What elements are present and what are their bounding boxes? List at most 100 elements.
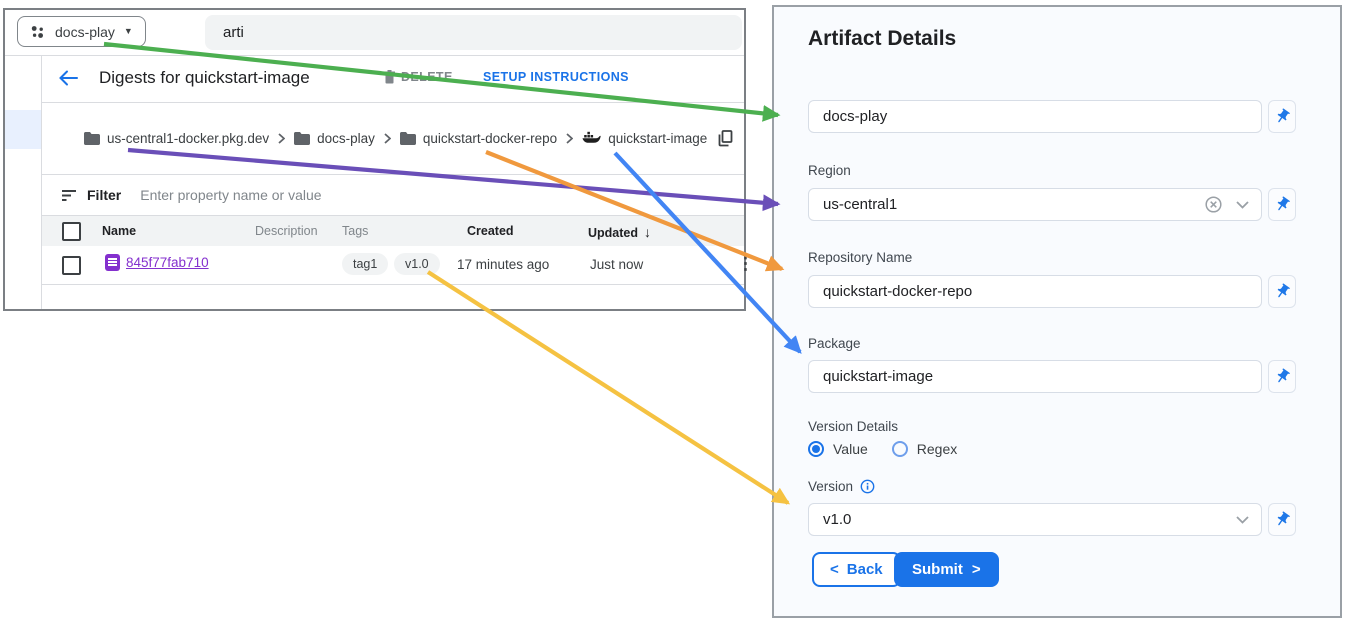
repository-field[interactable]: quickstart-docker-repo — [808, 275, 1262, 308]
column-header-description[interactable]: Description — [255, 224, 318, 238]
version-details-label: Version Details — [808, 419, 899, 434]
chevron-right-icon — [566, 132, 574, 144]
column-header-created[interactable]: Created — [467, 224, 514, 238]
pin-icon — [1277, 511, 1290, 526]
breadcrumb-label: us-central1-docker.pkg.dev — [107, 130, 270, 146]
nav-rail-highlight — [5, 110, 41, 149]
submit-button-label: Submit — [912, 561, 963, 578]
chevron-left-icon: < — [830, 561, 839, 578]
column-header-name[interactable]: Name — [102, 224, 137, 238]
delete-label: DELETE — [401, 70, 453, 84]
dropdown-chevron-icon[interactable] — [1236, 515, 1249, 524]
copy-icon[interactable] — [718, 129, 733, 147]
version-field[interactable]: v1.0 — [808, 503, 1262, 536]
search-input[interactable]: arti — [205, 15, 742, 50]
setup-instructions-button[interactable]: SETUP INSTRUCTIONS — [483, 70, 629, 84]
back-arrow-icon[interactable] — [58, 69, 78, 87]
breadcrumb-item-registry[interactable]: us-central1-docker.pkg.dev — [84, 131, 269, 146]
breadcrumb-item-package[interactable]: quickstart-image — [582, 131, 707, 146]
console-topbar: docs-play ▼ arti — [5, 10, 744, 56]
console-main: Digests for quickstart-image DELETE SETU… — [42, 55, 754, 309]
pin-button[interactable] — [1268, 503, 1296, 536]
chevron-right-icon — [384, 132, 391, 144]
tag-chip[interactable]: v1.0 — [394, 253, 440, 275]
artifact-details-panel: Artifact Details docs-play Region us-cen… — [772, 5, 1342, 618]
package-label: Package — [808, 336, 861, 351]
radio-label: Regex — [916, 441, 958, 457]
digest-link[interactable]: 845f77fab710 — [105, 254, 209, 271]
tag-chip[interactable]: tag1 — [342, 253, 389, 275]
region-label: Region — [808, 163, 851, 178]
panel-title: Artifact Details — [808, 27, 957, 50]
updated-cell: Just now — [590, 257, 644, 272]
console-screenshot: docs-play ▼ arti Digests for quickstart-… — [3, 8, 754, 311]
table-header: Name Description Tags Created Updated ↓ — [42, 216, 744, 247]
search-query: arti — [223, 24, 244, 41]
submit-button[interactable]: Submit > — [894, 552, 999, 587]
page-header: Digests for quickstart-image DELETE SETU… — [42, 55, 744, 103]
pin-button[interactable] — [1268, 360, 1296, 393]
folder-icon — [294, 131, 311, 145]
package-field-value: quickstart-image — [823, 368, 934, 385]
breadcrumb-label: quickstart-image — [608, 130, 708, 146]
sort-desc-icon: ↓ — [644, 224, 651, 240]
breadcrumb-label: quickstart-docker-repo — [422, 130, 558, 146]
project-field-value: docs-play — [823, 108, 888, 125]
filter-placeholder: Enter property name or value — [140, 187, 322, 203]
trash-icon — [384, 70, 395, 84]
project-field[interactable]: docs-play — [808, 100, 1262, 133]
package-field[interactable]: quickstart-image — [808, 360, 1262, 393]
radio-selected-icon — [808, 441, 824, 457]
breadcrumb: us-central1-docker.pkg.dev docs-play qui… — [42, 102, 744, 175]
created-cell: 17 minutes ago — [457, 257, 550, 272]
filter-label: Filter — [87, 187, 122, 203]
pin-icon — [1277, 368, 1290, 383]
docker-whale-icon — [582, 131, 601, 143]
radio-label: Value — [833, 441, 868, 457]
pin-button[interactable] — [1268, 188, 1296, 221]
version-field-value: v1.0 — [823, 511, 852, 528]
column-header-tags[interactable]: Tags — [342, 224, 369, 238]
pin-icon — [1277, 108, 1290, 123]
pin-button[interactable] — [1268, 100, 1296, 133]
back-button[interactable]: < Back — [812, 552, 901, 587]
column-header-updated[interactable]: Updated ↓ — [588, 224, 651, 240]
radio-value[interactable]: Value — [808, 441, 868, 457]
folder-icon — [84, 131, 100, 145]
repository-label: Repository Name — [808, 250, 913, 265]
repository-field-value: quickstart-docker-repo — [823, 283, 973, 300]
nav-rail-divider — [41, 55, 42, 309]
radio-regex[interactable]: Regex — [891, 441, 958, 457]
back-button-label: Back — [846, 561, 883, 578]
region-field-value: us-central1 — [823, 196, 898, 213]
row-checkbox[interactable] — [62, 256, 81, 275]
delete-button[interactable]: DELETE — [383, 70, 453, 84]
row-overflow-menu[interactable]: ⋮ — [737, 254, 754, 273]
folder-icon — [399, 131, 416, 145]
table-row: 845f77fab710 tag1 v1.0 17 minutes ago Ju… — [42, 246, 754, 285]
clear-icon[interactable] — [1205, 196, 1222, 213]
chevron-right-icon: > — [971, 561, 981, 578]
project-name: docs-play — [55, 23, 115, 40]
radio-unselected-icon — [891, 441, 908, 457]
project-switcher[interactable]: docs-play ▼ — [17, 16, 146, 47]
dropdown-chevron-icon[interactable] — [1236, 200, 1249, 209]
column-header-label: Updated — [588, 226, 638, 240]
select-all-checkbox[interactable] — [62, 222, 81, 241]
version-label-row: Version — [808, 479, 875, 494]
pin-button[interactable] — [1268, 275, 1296, 308]
breadcrumb-item-project[interactable]: docs-play — [294, 131, 375, 146]
version-label: Version — [808, 479, 854, 494]
version-details-radios: Value Regex — [808, 441, 957, 457]
page-title: Digests for quickstart-image — [99, 68, 310, 87]
project-icon — [31, 25, 43, 38]
filter-bar[interactable]: Filter Enter property name or value — [42, 175, 744, 216]
chevron-down-icon: ▼ — [123, 26, 133, 36]
chevron-right-icon — [278, 132, 286, 144]
filter-icon — [62, 189, 76, 201]
digest-name: 845f77fab710 — [126, 255, 209, 270]
region-field[interactable]: us-central1 — [808, 188, 1262, 221]
info-icon[interactable] — [860, 479, 875, 494]
breadcrumb-item-repository[interactable]: quickstart-docker-repo — [399, 130, 558, 146]
digest-icon — [105, 254, 120, 271]
